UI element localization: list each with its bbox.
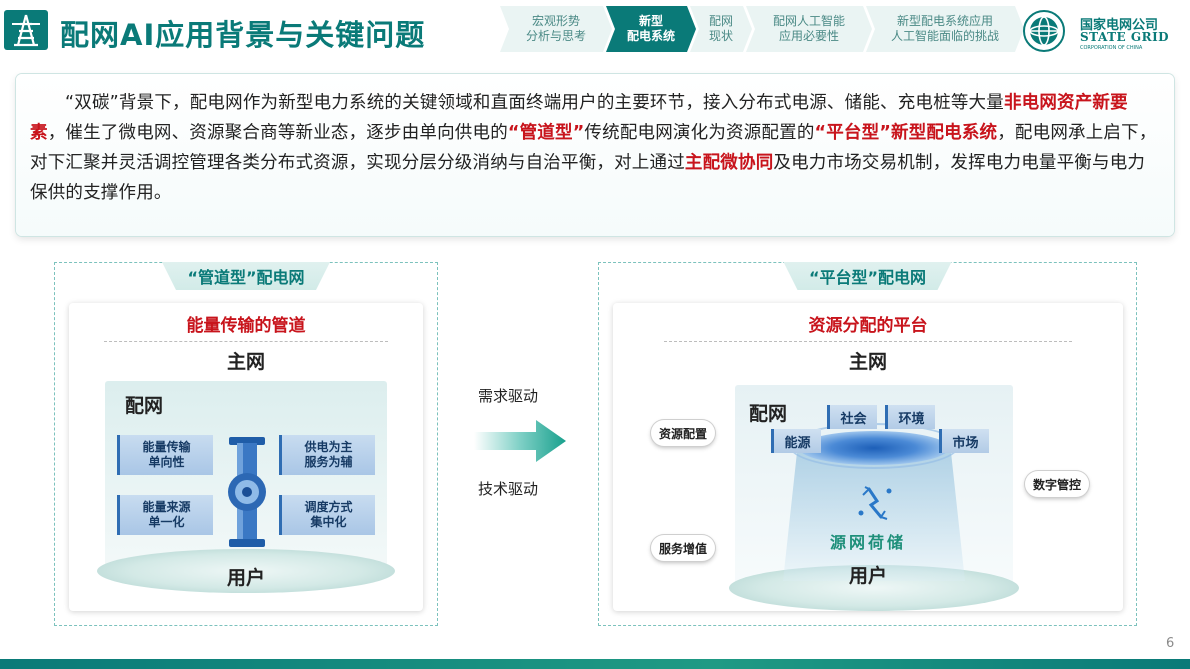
pipeline-card: 能量传输的管道 主网 配网 能量传输单向性 供电为主服务为辅 能量来源单一化 调… bbox=[69, 303, 423, 611]
pill-resource-allocation: 资源配置 bbox=[651, 420, 715, 446]
nav-tab-macro[interactable]: 宏观形势分析与思考 bbox=[500, 6, 612, 52]
nav-tab-status[interactable]: 配网现状 bbox=[690, 6, 752, 52]
resource-chip-society: 社会 bbox=[827, 405, 877, 429]
header: 配网AI应用背景与关键问题 宏观形势分析与思考 新型配电系统 配网现状 配网人工… bbox=[0, 0, 1190, 62]
panel-subtitle: 能量传输的管道 bbox=[186, 316, 306, 336]
divider bbox=[104, 341, 388, 342]
resource-chip-market: 市场 bbox=[939, 429, 989, 453]
section-nav: 宏观形势分析与思考 新型配电系统 配网现状 配网人工智能应用必要性 新型配电系统… bbox=[500, 6, 1018, 52]
main-grid-label: 主网 bbox=[226, 351, 265, 373]
platform-light-beam bbox=[783, 447, 965, 581]
panel-tag: “管道型”配电网 bbox=[162, 262, 330, 290]
platform-disc bbox=[799, 431, 949, 465]
panel-tag: “平台型”配电网 bbox=[784, 262, 952, 290]
feature-box: 调度方式集中化 bbox=[279, 495, 375, 535]
pipe-valve-icon bbox=[225, 437, 269, 547]
pipeline-grid-panel: “管道型”配电网 能量传输的管道 主网 配网 能量传输单向性 供电为主服务为辅 … bbox=[54, 262, 438, 626]
divider bbox=[664, 341, 1072, 342]
pill-digital-control: 数字管控 bbox=[1025, 471, 1089, 497]
nav-tab-ai-necessity[interactable]: 配网人工智能应用必要性 bbox=[746, 6, 872, 52]
nav-tab-new-distribution[interactable]: 新型配电系统 bbox=[606, 6, 696, 52]
resource-chip-environment: 环境 bbox=[885, 405, 935, 429]
distribution-grid-label: 配网 bbox=[749, 403, 788, 425]
feature-box: 能量来源单一化 bbox=[117, 495, 213, 535]
arrow-right-icon bbox=[474, 418, 566, 464]
state-grid-logo: 国家电网公司 STATE GRID CORPORATION OF CHINA bbox=[1020, 8, 1190, 54]
logo-text-cn: 国家电网公司 bbox=[1080, 18, 1159, 33]
tech-driven-label: 技术驱动 bbox=[478, 480, 539, 498]
logo-text-en: STATE GRID bbox=[1080, 30, 1170, 44]
feature-box: 能量传输单向性 bbox=[117, 435, 213, 475]
resource-chip-energy: 能源 bbox=[771, 429, 821, 453]
distribution-grid-label: 配网 bbox=[125, 395, 164, 417]
platform-card: 资源分配的平台 主网 配网 社会 环境 能源 市场 资源配置 服务增值 数字管控… bbox=[613, 303, 1123, 611]
nav-tab-ai-challenges[interactable]: 新型配电系统应用人工智能面临的挑战 bbox=[866, 6, 1024, 52]
globe-icon bbox=[1020, 8, 1068, 54]
platform-grid-panel: “平台型”配电网 资源分配的平台 主网 配网 社会 环境 能源 市场 资源配置 … bbox=[598, 262, 1137, 626]
feature-box: 供电为主服务为辅 bbox=[279, 435, 375, 475]
user-label: 用户 bbox=[226, 567, 265, 589]
main-grid-label: 主网 bbox=[848, 351, 887, 373]
diagram-base-disc bbox=[97, 549, 395, 593]
pill-service-value-add: 服务增值 bbox=[651, 535, 715, 561]
intro-paragraph: “双碳”背景下，配电网作为新型电力系统的关键领域和直面终端用户的主要环节，接入分… bbox=[30, 93, 1157, 203]
power-tower-icon bbox=[4, 10, 48, 50]
footer-bar bbox=[0, 659, 1190, 669]
energy-flow-icon bbox=[855, 483, 895, 523]
source-grid-load-storage-label: 源网荷储 bbox=[829, 533, 906, 552]
logo-text-sub: CORPORATION OF CHINA bbox=[1080, 45, 1143, 51]
user-label: 用户 bbox=[848, 565, 887, 587]
intro-box: “双碳”背景下，配电网作为新型电力系统的关键领域和直面终端用户的主要环节，接入分… bbox=[16, 74, 1174, 236]
page-number: 6 bbox=[1166, 636, 1175, 651]
pipeline-diagram: 配网 能量传输单向性 供电为主服务为辅 能量来源单一化 调度方式集中化 bbox=[97, 381, 395, 601]
demand-driven-label: 需求驱动 bbox=[478, 387, 539, 405]
page-title: 配网AI应用背景与关键问题 bbox=[60, 18, 426, 52]
panel-subtitle: 资源分配的平台 bbox=[808, 316, 928, 336]
